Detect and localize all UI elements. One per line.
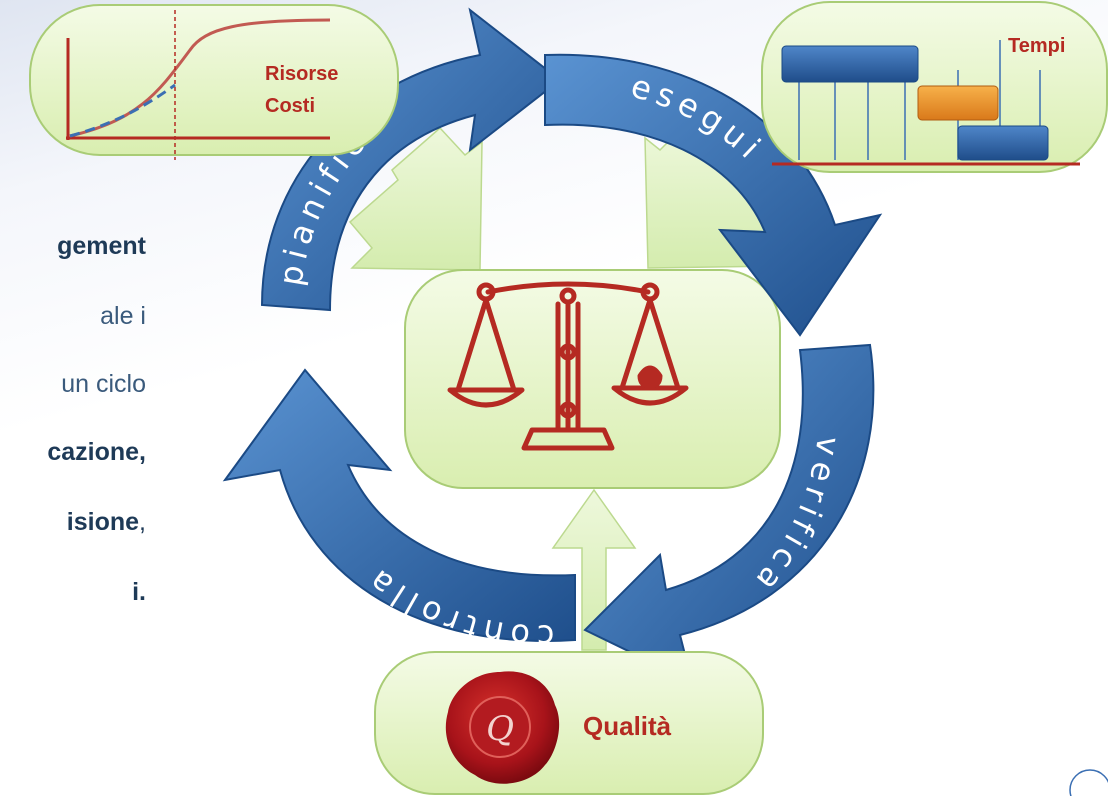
- intro-line-5: isione,: [66, 508, 146, 536]
- intro-line-1: gement: [57, 232, 146, 260]
- hint-arrow-top-left: [348, 126, 483, 271]
- seal-letter: Q: [486, 709, 514, 749]
- gantt-bar-3: [957, 125, 1049, 161]
- intro-line-4: cazione,: [47, 438, 146, 466]
- time-label: Tempi: [1008, 35, 1065, 57]
- intro-line-2: ale i: [100, 302, 146, 330]
- scale-icon: [447, 281, 689, 451]
- intro-line-3: un ciclo: [61, 370, 146, 398]
- arrow-execute: [544, 53, 883, 337]
- intro-line-6: i.: [132, 578, 146, 606]
- resources-box: Risorse Costi: [29, 4, 399, 160]
- gantt-bar-2: [917, 85, 999, 121]
- actual-cost-curve: [69, 83, 176, 138]
- gantt-bar-1: [781, 45, 919, 83]
- arrow-plan: [260, 7, 562, 312]
- costs-label: Costi: [265, 95, 315, 117]
- quality-box: Q Qualità: [374, 651, 764, 795]
- wax-seal-icon: Q: [445, 671, 560, 784]
- resources-label: Risorse: [265, 63, 338, 85]
- page-corner-circle: [1069, 769, 1108, 796]
- quality-label: Qualità: [583, 711, 672, 741]
- time-box: Tempi: [761, 1, 1108, 173]
- intro-text-block: gement ale i un ciclo cazione, isione, i…: [0, 0, 160, 796]
- balance-box: [404, 269, 781, 489]
- arrow-control: [222, 368, 576, 642]
